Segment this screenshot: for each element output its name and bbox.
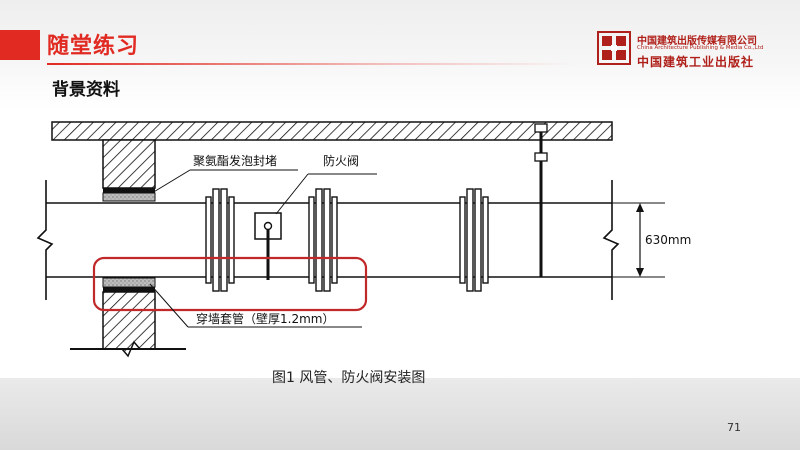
duct-flange-3: [459, 188, 489, 292]
sealant-leader: [151, 169, 298, 194]
dimension-label: 630mm: [645, 233, 691, 247]
header-divider: [47, 63, 577, 65]
ceiling-slab: [51, 121, 613, 141]
publisher-name-cn: 中国建筑出版传媒有限公司: [637, 36, 757, 47]
sleeve-label: 穿墙套管（壁厚1.2mm）: [196, 311, 334, 326]
publisher-logo: 中国建筑出版传媒有限公司 China Architecture Publishi…: [597, 31, 787, 71]
page-number: 71: [727, 421, 741, 434]
slide-title: 随堂练习: [47, 34, 140, 59]
publisher-name-calligraphy: 中国建筑工业出版社: [637, 55, 755, 69]
section-title: 背景资料: [52, 80, 120, 100]
fire-damper-actuator: [254, 212, 282, 280]
figure-caption: 图1 风管、防火阀安装图: [272, 370, 426, 386]
header-accent-bar: [0, 30, 40, 60]
fire-damper-leader: [275, 173, 377, 215]
duct-flange-2: [308, 188, 338, 292]
publisher-name-en: China Architecture Publishing & Media Co…: [637, 45, 764, 51]
wall-lower: [102, 277, 156, 358]
duct-flange-1: [205, 188, 235, 292]
sleeve-highlight-box: [92, 256, 368, 312]
wall-upper: [102, 139, 156, 202]
floor-background: [0, 378, 800, 450]
fire-damper-label: 防火阀: [323, 153, 359, 168]
sealant-label: 聚氨酯发泡封堵: [193, 153, 277, 168]
sleeve-leader: [149, 283, 362, 328]
publisher-logo-icon: [597, 31, 631, 65]
header-background: [0, 0, 800, 110]
height-dimension: [612, 202, 665, 278]
duct-hanger: [534, 123, 548, 277]
